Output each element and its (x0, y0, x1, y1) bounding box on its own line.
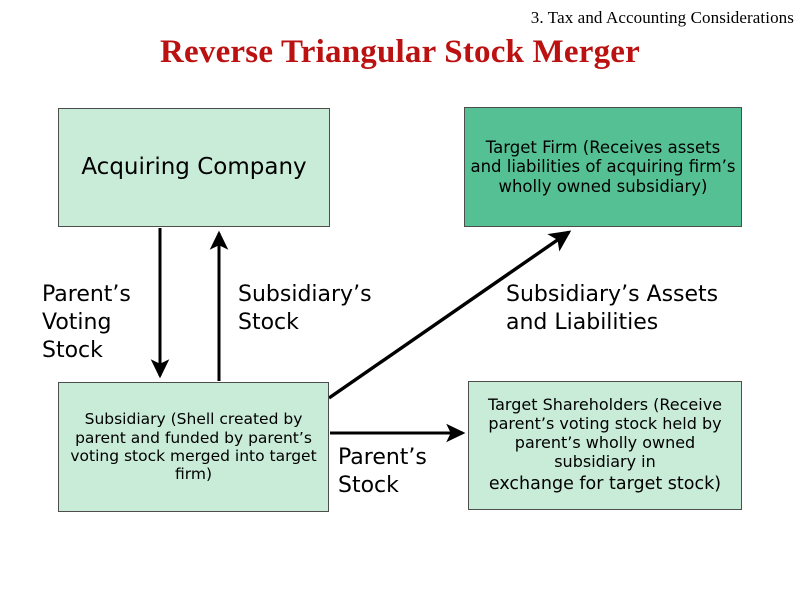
node-acquiring-company-label: Acquiring Company (81, 153, 307, 180)
edge-label-parents-stock: Parent’s Stock (338, 445, 427, 499)
node-target-shareholders-last-line: exchange for target stock) (488, 474, 722, 495)
node-acquiring-company[interactable]: Acquiring Company (58, 108, 330, 227)
node-target-shareholders[interactable]: Target Shareholders (Receive parent’s vo… (468, 381, 742, 510)
node-subsidiary-label: Subsidiary (Shell created by parent and … (70, 410, 317, 484)
node-target-shareholders-text: Target Shareholders (Receive parent’s vo… (469, 394, 741, 495)
edge-label-subsidiarys-stock: Subsidiary’s Stock (238, 282, 372, 336)
node-target-firm[interactable]: Target Firm (Receives assets and liabili… (464, 107, 742, 227)
node-subsidiary[interactable]: Subsidiary (Shell created by parent and … (58, 382, 329, 512)
edge-label-subsidiarys-assets-and-liabilities: Subsidiary’s Assets and Liabilities (506, 282, 719, 336)
page-title: Reverse Triangular Stock Merger (160, 34, 640, 70)
section-header: 3. Tax and Accounting Considerations (530, 8, 794, 27)
node-target-shareholders-label: Target Shareholders (Receive parent’s vo… (487, 394, 722, 471)
edge-label-parents-voting-stock: Parent’s Voting Stock (42, 282, 131, 364)
node-target-firm-label: Target Firm (Receives assets and liabili… (470, 137, 736, 196)
